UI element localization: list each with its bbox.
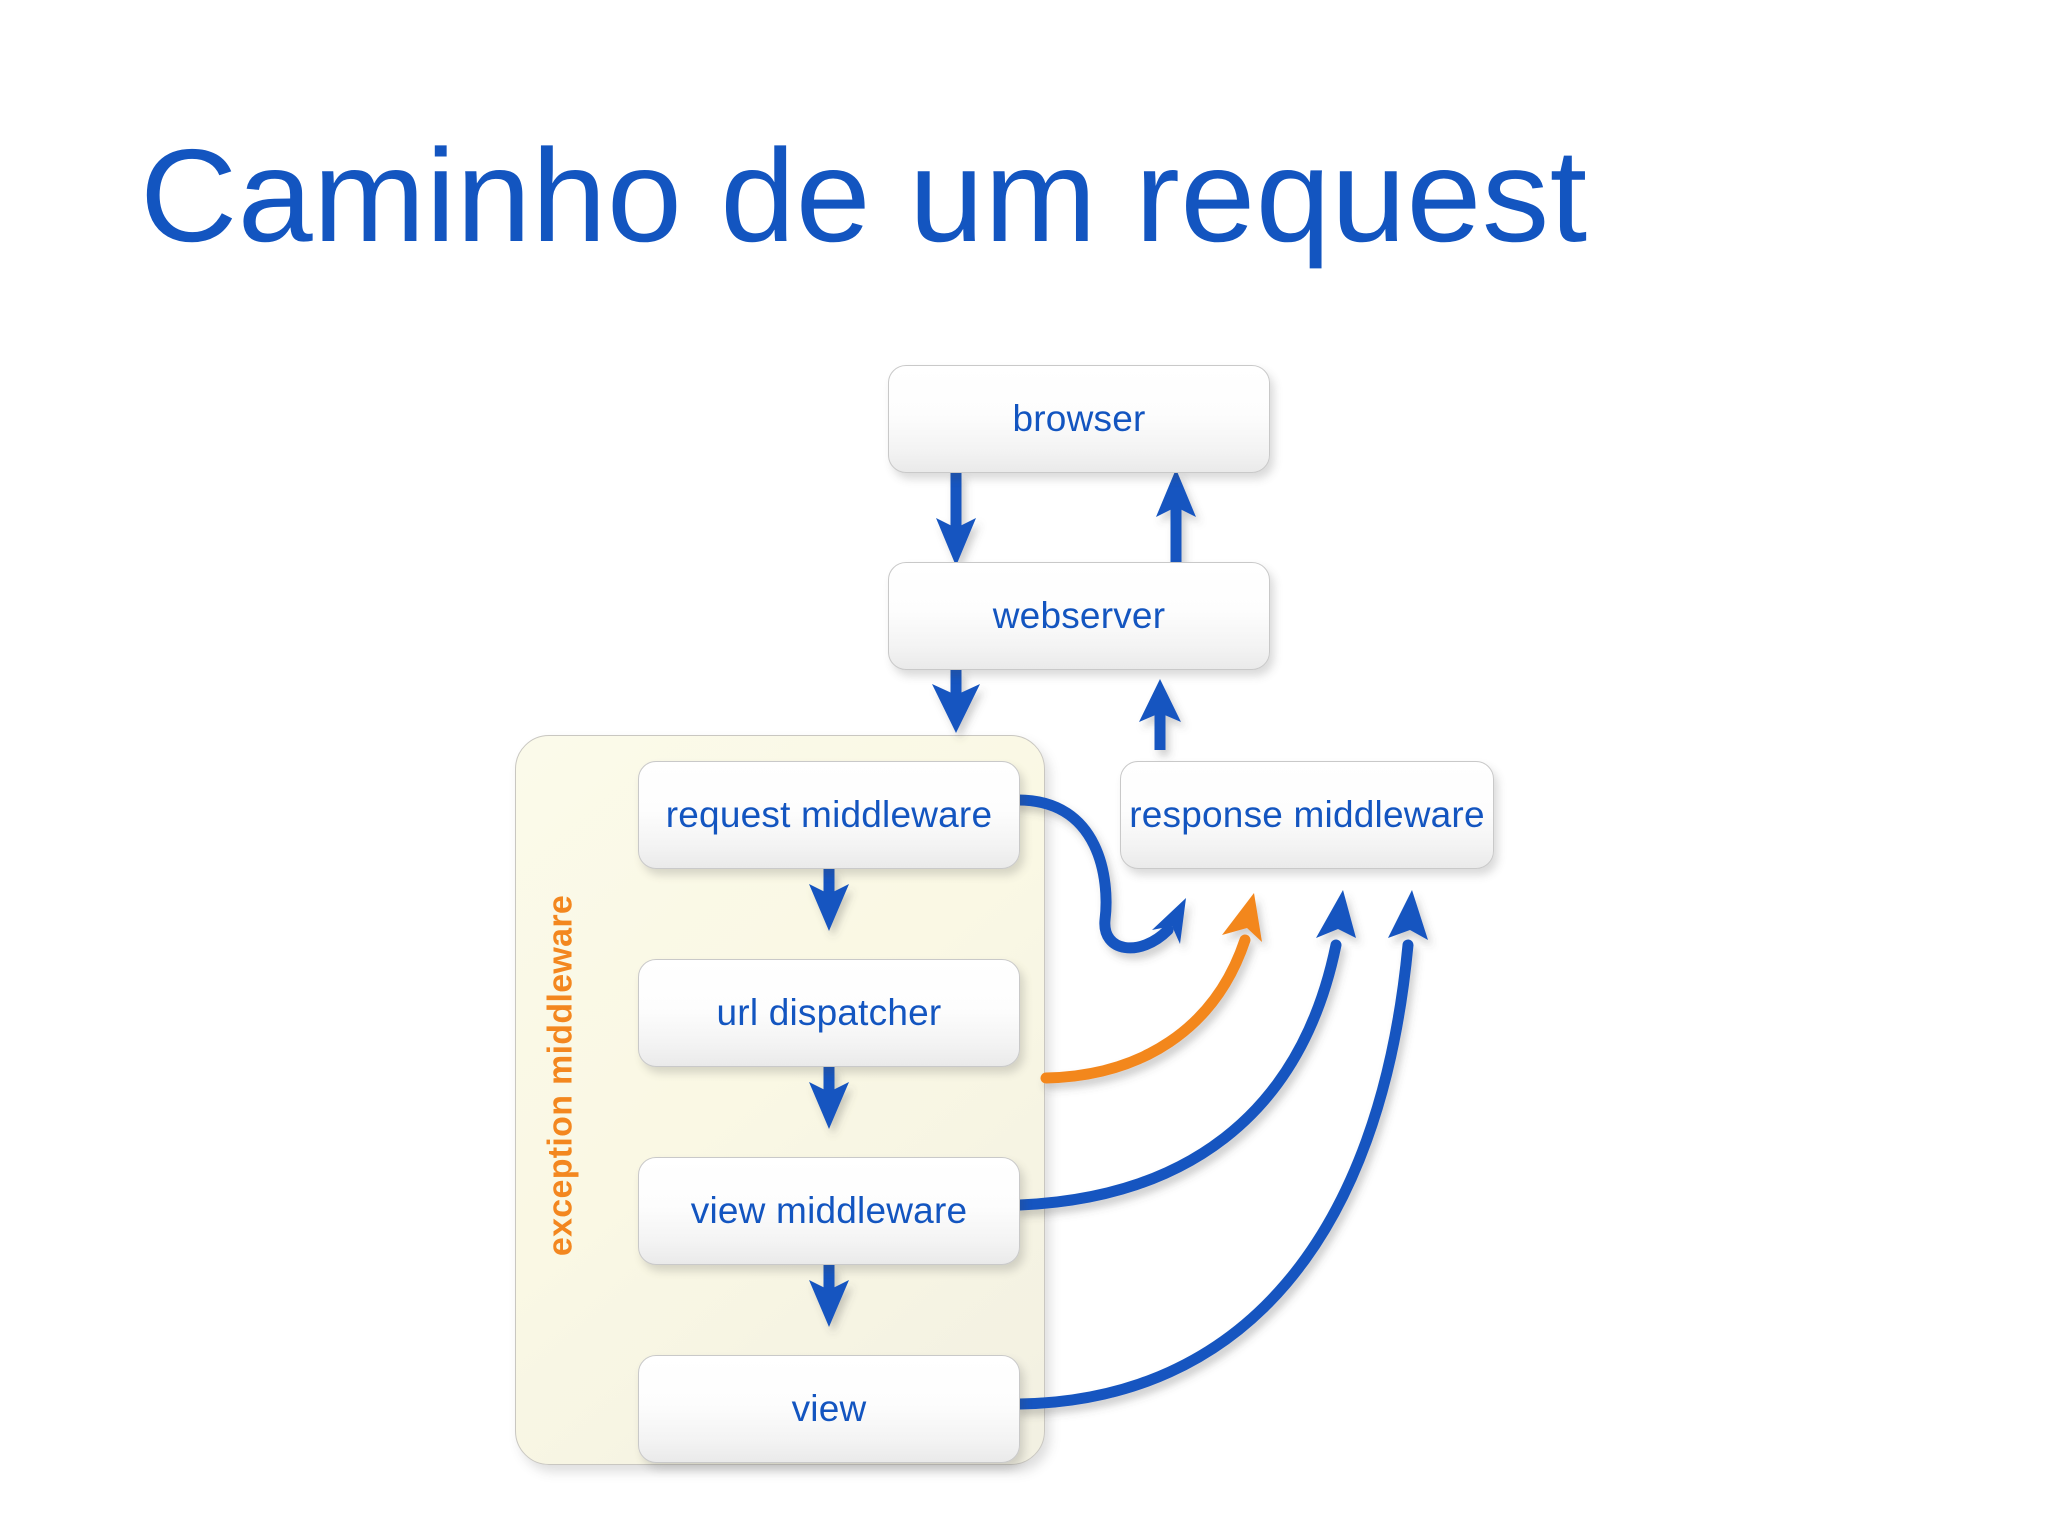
node-browser[interactable]: browser — [888, 365, 1270, 473]
node-view-middleware[interactable]: view middleware — [638, 1157, 1020, 1265]
node-url-dispatcher-label: url dispatcher — [716, 992, 942, 1033]
node-response-middleware-label: response middleware — [1129, 794, 1485, 835]
node-view-label: view — [791, 1388, 867, 1429]
node-view[interactable]: view — [638, 1355, 1020, 1463]
node-request-middleware[interactable]: request middleware — [638, 761, 1020, 869]
node-view-middleware-label: view middleware — [690, 1190, 968, 1231]
exception-middleware-label: exception middleware — [541, 894, 580, 1257]
page-title: Caminho de um request — [140, 122, 1588, 269]
node-webserver[interactable]: webserver — [888, 562, 1270, 670]
arrow-webserver-to-browser — [1156, 469, 1196, 562]
node-webserver-label: webserver — [992, 595, 1166, 636]
arrow-webserver-to-request-middleware — [932, 670, 980, 733]
node-browser-label: browser — [1012, 398, 1146, 439]
node-url-dispatcher[interactable]: url dispatcher — [638, 959, 1020, 1067]
arrow-exception-middleware-to-response-middleware — [1040, 893, 1262, 1084]
arrow-view-middleware-to-response-middleware-curve — [1014, 890, 1356, 1211]
arrow-response-middleware-to-webserver — [1139, 679, 1181, 750]
node-request-middleware-label: request middleware — [665, 794, 993, 835]
node-response-middleware[interactable]: response middleware — [1120, 761, 1494, 869]
arrow-view-to-response-middleware-curve — [1014, 890, 1428, 1410]
arrow-browser-to-webserver — [936, 473, 976, 566]
